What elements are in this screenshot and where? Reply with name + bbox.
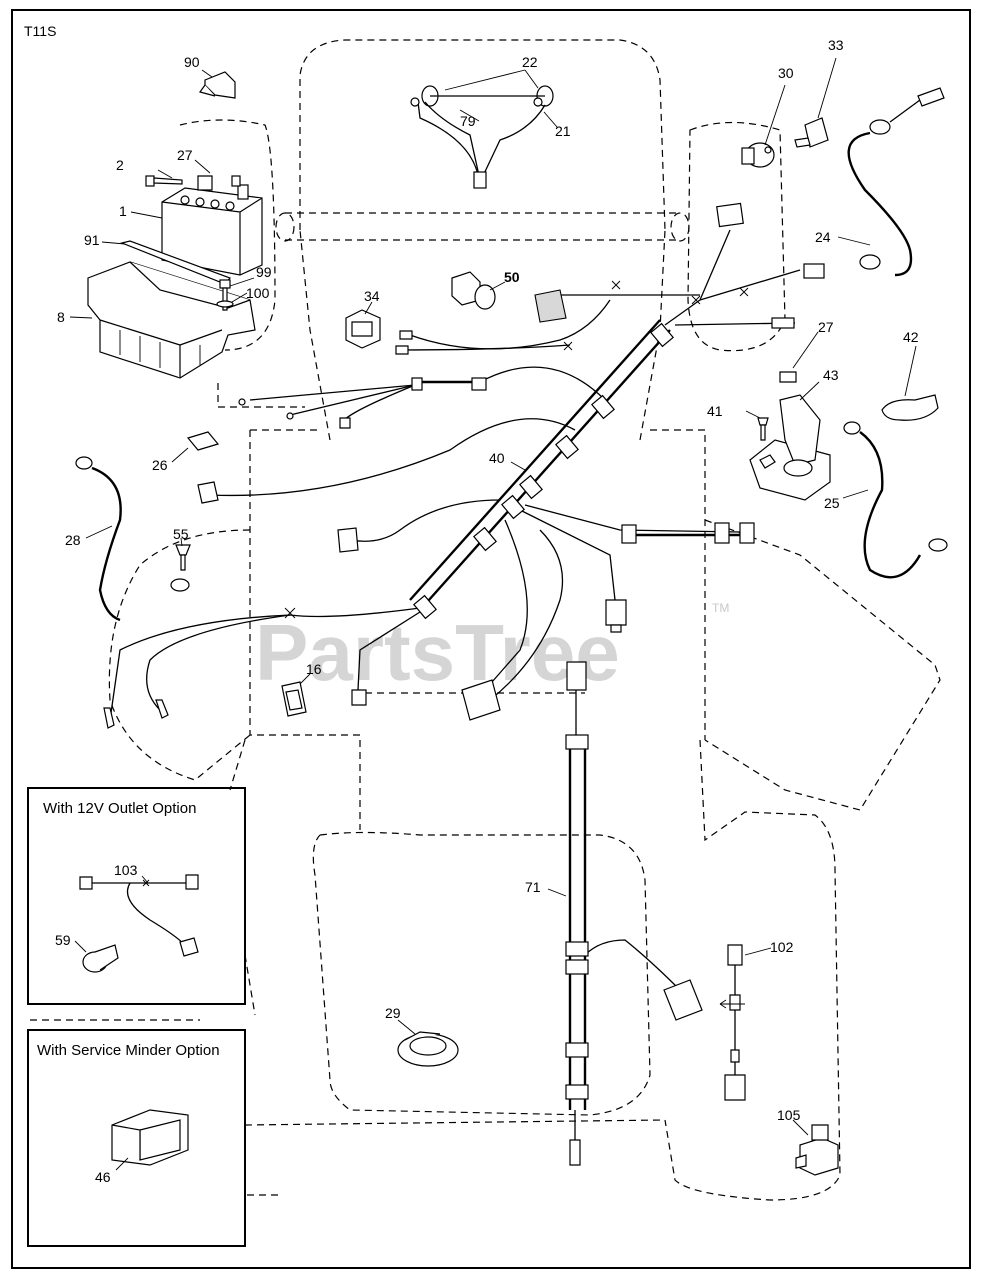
part-22-headlight-harness [410,85,554,189]
part-8-battery-tray [87,261,256,379]
watermark-tm: TM [712,601,729,615]
part-2-bolt [145,175,183,187]
callout-41: 41 [707,403,723,419]
part-43-solenoid [749,394,831,501]
callout-30: 30 [778,65,794,81]
callout-50: 50 [504,269,520,285]
callout-33: 33 [828,37,844,53]
callout-2: 2 [116,157,124,173]
callout-105: 105 [777,1107,801,1123]
callout-46: 46 [95,1169,111,1185]
callout-28: 28 [65,532,81,548]
option-box-service-title: With Service Minder Option [37,1042,220,1059]
part-34-switch [345,309,381,349]
main-harness [109,229,801,1150]
part-59-outlet [82,944,119,973]
callout-40: 40 [489,450,505,466]
part-41-screw [757,417,769,441]
part-55-bolt [175,544,191,571]
part-29-horn [397,1031,459,1067]
callout-42: 42 [903,329,919,345]
part-90-bracket [199,71,236,99]
part-27-nut-battery [197,175,241,191]
part-16-relay [281,681,307,717]
part-33-key [794,117,829,148]
callout-59: 59 [55,932,71,948]
callout-27-solenoid: 27 [818,319,834,335]
callout-43: 43 [823,367,839,383]
callout-labels: 1 2 8 16 21 22 24 25 26 27 27 28 29 30 3… [55,37,919,1185]
callout-102: 102 [770,939,794,955]
diagram-frame [11,9,971,1269]
callout-71: 71 [525,879,541,895]
part-50-pto-switch [451,271,567,323]
leader-lines [69,57,917,1171]
option-box-12v-outlet [27,787,246,1005]
callout-8: 8 [57,309,65,325]
callout-90: 90 [184,54,200,70]
part-26-clip [186,431,220,504]
part-103-outlet-harness [79,874,199,957]
callout-55: 55 [173,526,189,542]
part-24-cable [847,87,945,277]
callout-25: 25 [824,495,840,511]
part-105-valve [795,1124,839,1176]
cut-markers [284,280,749,619]
callout-100: 100 [246,285,270,301]
callout-26: 26 [152,457,168,473]
callout-91: 91 [84,232,100,248]
part-46-service-minder [111,1109,189,1166]
option-box-12v-title: With 12V Outlet Option [43,800,196,817]
tractor-outline [30,39,941,1201]
callout-34: 34 [364,288,380,304]
part-99-screw [216,279,234,311]
part-30-ignition-switch [741,142,775,168]
callout-22: 22 [522,54,538,70]
part-27-nut-solenoid [779,371,797,383]
part-42-boot [881,394,939,421]
callout-21: 21 [555,123,571,139]
ground-bolts [103,699,169,729]
callout-103: 103 [114,862,138,878]
harness-end-connectors [238,202,825,1166]
callout-1: 1 [119,203,127,219]
callout-99: 99 [256,264,272,280]
part-1-battery [161,184,263,276]
callout-27-battery: 27 [177,147,193,163]
part-28-cable [75,456,190,622]
part-102-diode-harness [719,944,746,1101]
part-25-cable [843,421,948,579]
callout-16: 16 [306,661,322,677]
callout-24: 24 [815,229,831,245]
option-box-service-minder [27,1029,246,1247]
harness-clips [411,322,755,1100]
diagram-code: T11S [24,23,56,39]
watermark: PartsTree [255,608,620,697]
callout-29: 29 [385,1005,401,1021]
part-91-strap [120,240,232,285]
callout-79: 79 [460,113,476,129]
